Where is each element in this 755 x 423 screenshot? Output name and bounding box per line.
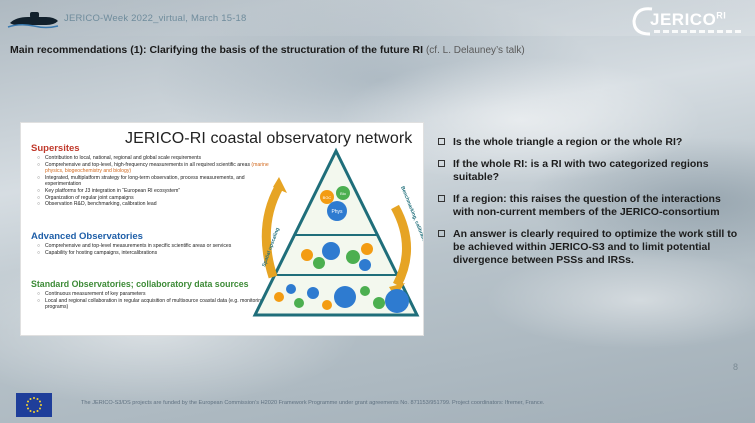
supersites-list: Contribution to local, national, regiona…	[37, 155, 269, 208]
bgc-bubble	[361, 243, 373, 255]
pyramid-diagram: Spatial upscaling Benchmarking, calibrat…	[252, 147, 423, 317]
supersites-title: Supersites	[31, 143, 80, 154]
eu-flag-icon	[16, 393, 52, 417]
bgc-bubble	[274, 292, 284, 302]
funding-footer: The JERICO-S3/DS projects are funded by …	[81, 400, 545, 406]
advanced-list: Comprehensive and top-level measurements…	[37, 243, 269, 256]
jerico-brand: JERICORI	[650, 10, 727, 29]
bio-bubble	[373, 297, 385, 309]
jerico-swirl-icon	[632, 7, 653, 36]
phys-bubble	[359, 259, 371, 271]
bgc-bubble	[322, 300, 332, 310]
jerico-logo: JERICORI	[628, 4, 750, 38]
bubble-label: BGC	[323, 195, 332, 200]
phys-bubble	[286, 284, 296, 294]
list-item: Key platforms for J3 integration in “Eur…	[37, 188, 269, 195]
bio-bubble	[313, 257, 325, 269]
list-item: Comprehensive and top-level, high-freque…	[37, 162, 269, 175]
advanced-title: Advanced Observatories	[31, 231, 143, 242]
list-item: Comprehensive and top-level measurements…	[37, 243, 269, 250]
upscaling-arrowhead	[273, 177, 287, 193]
phys-bubble	[334, 286, 356, 308]
phys-bubble	[327, 201, 347, 221]
question-item: If the whole RI: is a RI with two catego…	[438, 158, 738, 184]
bgc-bubble	[301, 249, 313, 261]
question-item: An answer is clearly required to optimiz…	[438, 228, 738, 267]
bio-bubble	[294, 298, 304, 308]
list-item: Local and regional collaboration in regu…	[37, 298, 269, 311]
checkbox-bullet-icon	[438, 230, 445, 237]
jerico-logo-subline	[654, 30, 744, 33]
slide-heading-citation: (cf. L. Delauney’s talk)	[425, 45, 525, 56]
list-item: Continuous measurement of key parameters	[37, 291, 269, 298]
phys-bubble	[322, 242, 340, 260]
phys-bubble	[385, 289, 409, 313]
standard-list: Continuous measurement of key parameters…	[37, 291, 269, 311]
list-item: Observation R&D, benchmarking, calibrati…	[37, 201, 269, 208]
bgc-bubble	[320, 190, 334, 204]
list-item: Organization of regular joint campaigns	[37, 195, 269, 202]
slide-header	[0, 0, 755, 36]
bubble-label: Bio	[340, 191, 347, 196]
bio-bubble	[336, 186, 350, 200]
bio-bubble	[360, 286, 370, 296]
standard-title: Standard Observatories; collaboratory da…	[31, 279, 249, 289]
eu-stars-icon	[26, 397, 42, 413]
checkbox-bullet-icon	[438, 160, 445, 167]
checkbox-bullet-icon	[438, 195, 445, 202]
phys-bubble	[307, 287, 319, 299]
question-item: Is the whole triangle a region or the wh…	[438, 136, 738, 149]
list-item: Contribution to local, national, regiona…	[37, 155, 269, 162]
questions-list: Is the whole triangle a region or the wh…	[438, 136, 738, 276]
bio-bubble	[346, 250, 360, 264]
event-title: JERICO-Week 2022_virtual, March 15-18	[64, 13, 247, 24]
list-item: Integrated, multiplatform strategy for l…	[37, 175, 269, 188]
slide-heading-text: Main recommendations (1): Clarifying the…	[10, 44, 424, 56]
figure-title: JERICO-RI coastal observatory network	[125, 130, 413, 147]
page-number: 8	[733, 362, 739, 372]
network-figure: JERICO-RI coastal observatory network Su…	[20, 122, 424, 336]
submarine-logo-icon	[7, 12, 59, 29]
checkbox-bullet-icon	[438, 138, 445, 145]
bubble-label: Phys	[331, 209, 343, 215]
question-item: If a region: this raises the question of…	[438, 193, 738, 219]
upscaling-arrow	[261, 184, 283, 279]
slide-heading: Main recommendations (1): Clarifying the…	[10, 44, 525, 56]
list-item: Capability for hosting campaigns, interc…	[37, 250, 269, 257]
calibration-arrow	[391, 204, 411, 288]
